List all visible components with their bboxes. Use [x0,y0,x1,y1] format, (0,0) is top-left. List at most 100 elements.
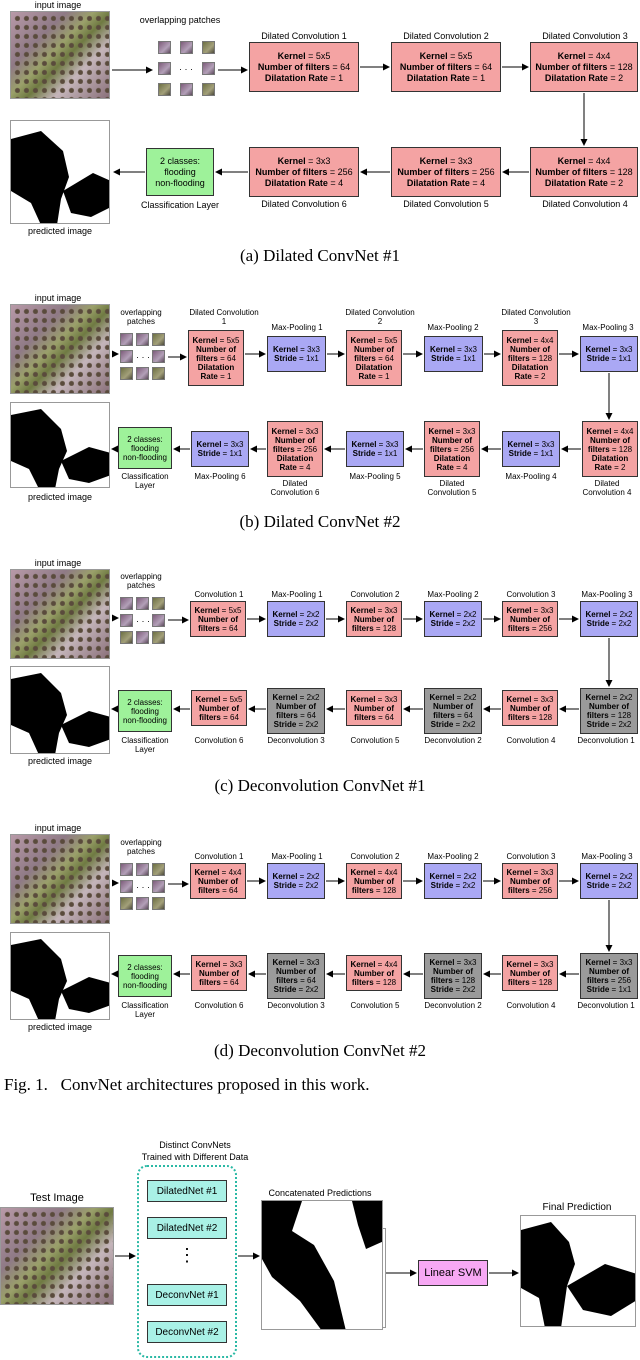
distinct-label-1: Distinct ConvNets [159,1140,231,1150]
c-layer-1-name: Convolution 1 [194,590,244,599]
c-layer-12-name: Convolution 6 [194,736,244,745]
b-layer-5-name: Dilated Convolution 3 [501,308,571,326]
b-layer-11-name: Dilated Convolution 6 [270,479,320,497]
patches-dots: · · · [136,882,150,892]
predicted-image-label: predicted image [27,756,93,766]
c-layer-9: Kernel = 2x2 Number of filters = 64 Stri… [424,688,482,734]
predicted-image-label: predicted image [27,226,93,236]
input-image-label: input image [34,558,82,568]
d-layer-11: Kernel = 3x3 Number of filters = 64 Stri… [267,953,325,999]
d-layer-6-name: Max-Pooling 3 [581,852,633,861]
d-layer-2: Kernel = 2x2 Stride = 2x2 [267,863,325,899]
patches-label: overlapping patches [139,15,221,25]
test-image [0,1207,114,1305]
c-layer-6: Kernel = 2x2 Stride = 2x2 [580,601,638,637]
d-layer-7: Kernel = 3x3 Number of filters = 256 Str… [580,953,638,999]
a-layer-4: Kernel = 4x4 Number of filters = 128 Dil… [530,147,638,197]
b-layer-4: Kernel = 3x3 Stride = 1x1 [424,336,483,372]
c-layer-8: Kernel = 3x3 Number of filters = 128 [502,690,558,726]
svm-box: Linear SVM [418,1260,488,1286]
c-layer-2-name: Max-Pooling 1 [271,590,323,599]
net-deconv-1: DeconvNet #1 [147,1284,227,1306]
caption-b: (b) Dilated ConvNet #2 [239,512,401,531]
c-layer-7: Kernel = 2x2 Number of filters = 128 Str… [580,688,638,734]
b-layer-8-name: Max-Pooling 4 [505,472,557,481]
predicted-image [10,120,110,224]
a-classification-label: Classification Layer [140,200,220,210]
d-layer-12: Kernel = 3x3 Number of filters = 64 [191,955,247,991]
d-layer-8: Kernel = 3x3 Number of filters = 128 [502,955,558,991]
c-layer-9-name: Deconvolution 2 [424,736,482,745]
input-image-label: input image [34,0,82,10]
b-layer-4-name: Max-Pooling 2 [427,323,479,332]
d-layer-10: Kernel = 4x4 Number of filters = 128 [346,955,402,991]
a-layer-5: Kernel = 3x3 Number of filters = 256 Dil… [391,147,501,197]
c-layer-8-name: Convolution 4 [506,736,556,745]
b-layer-3: Kernel = 5x5 Number of filters = 64 Dila… [346,330,402,386]
predicted-image [10,932,110,1020]
c-layer-4-name: Max-Pooling 2 [427,590,479,599]
b-layer-7-name: Dilated Convolution 4 [582,479,632,497]
b-layer-8: Kernel = 3x3 Stride = 1x1 [502,431,560,467]
vertical-ellipsis: ⋮ [178,1245,196,1265]
input-image-label: input image [34,823,82,833]
a-layer-1-name: Dilated Convolution 1 [261,31,347,41]
c-layer-6-name: Max-Pooling 3 [581,590,633,599]
final-prediction-label: Final Prediction [542,1202,612,1213]
c-layer-3-name: Convolution 2 [350,590,400,599]
c-layer-10-name: Convolution 5 [350,736,400,745]
d-layer-7-name: Deconvolution 1 [577,1001,635,1010]
final-prediction-image [520,1215,636,1327]
c-layer-1: Kernel = 5x5 Number of filters = 64 [190,601,246,637]
b-layer-2: Kernel = 3x3 Stride = 1x1 [267,336,326,372]
patches-label: overlapping patches [120,308,162,326]
b-layer-9-name: Dilated Convolution 5 [427,479,477,497]
ensemble-group [137,1165,237,1358]
c-layer-12: Kernel = 5x5 Number of filters = 64 [191,690,247,726]
caption-c: (c) Deconvolution ConvNet #1 [214,776,426,795]
test-image-label: Test Image [30,1192,84,1204]
patches-dots: · · · [136,352,150,362]
b-layer-3-name: Dilated Convolution 2 [345,308,415,326]
c-layer-4: Kernel = 2x2 Stride = 2x2 [424,601,482,637]
c-layer-10: Kernel = 3x3 Number of filters = 64 [346,690,402,726]
predicted-image [10,402,110,488]
predicted-image [10,666,110,754]
b-layer-7: Kernel = 4x4 Number of filters = 128 Dil… [582,421,638,477]
patches-dots: · · · [179,64,193,74]
predicted-image-label: predicted image [27,492,93,502]
a-layer-1: Kernel = 5x5 Number of filters = 64 Dila… [249,42,359,92]
net-dilated-2: DilatedNet #2 [147,1217,227,1239]
net-deconv-2: DeconvNet #2 [147,1321,227,1343]
patches-label: overlapping patches [120,572,162,590]
d-layer-5: Kernel = 3x3 Number of filters = 256 [502,863,558,899]
d-classification-label: Classification Layer [121,1001,169,1019]
d-layer-10-name: Convolution 5 [350,1001,400,1010]
d-layer-3-name: Convolution 2 [350,852,400,861]
caption-a: (a) Dilated ConvNet #1 [239,246,401,265]
d-layer-8-name: Convolution 4 [506,1001,556,1010]
d-layer-1: Kernel = 4x4 Number of filters = 64 [190,863,246,899]
distinct-label-2: Trained with Different Data [141,1152,249,1162]
c-layer-11: Kernel = 2x2 Number of filters = 64 Stri… [267,688,325,734]
b-layer-6-name: Max-Pooling 3 [582,323,634,332]
b-classification-label: Classification Layer [121,472,169,490]
d-layer-3: Kernel = 4x4 Number of filters = 128 [346,863,402,899]
a-layer-3-name: Dilated Convolution 3 [542,31,628,41]
concatenated-label: Concatenated Predictions [268,1188,372,1198]
a-layer-4-name: Dilated Convolution 4 [542,199,628,209]
c-layer-5: Kernel = 3x3 Number of filters = 256 [502,601,558,637]
input-image [10,304,110,394]
figure-caption: Fig. 1. ConvNet architectures proposed i… [4,1075,370,1094]
a-layer-5-name: Dilated Convolution 5 [403,199,489,209]
b-layer-10: Kernel = 3x3 Stride = 1x1 [346,431,404,467]
d-layer-4-name: Max-Pooling 2 [427,852,479,861]
d-layer-11-name: Deconvolution 3 [267,1001,325,1010]
b-layer-12-name: Max-Pooling 6 [194,472,246,481]
d-layer-4: Kernel = 2x2 Stride = 2x2 [424,863,482,899]
input-image [10,569,110,659]
